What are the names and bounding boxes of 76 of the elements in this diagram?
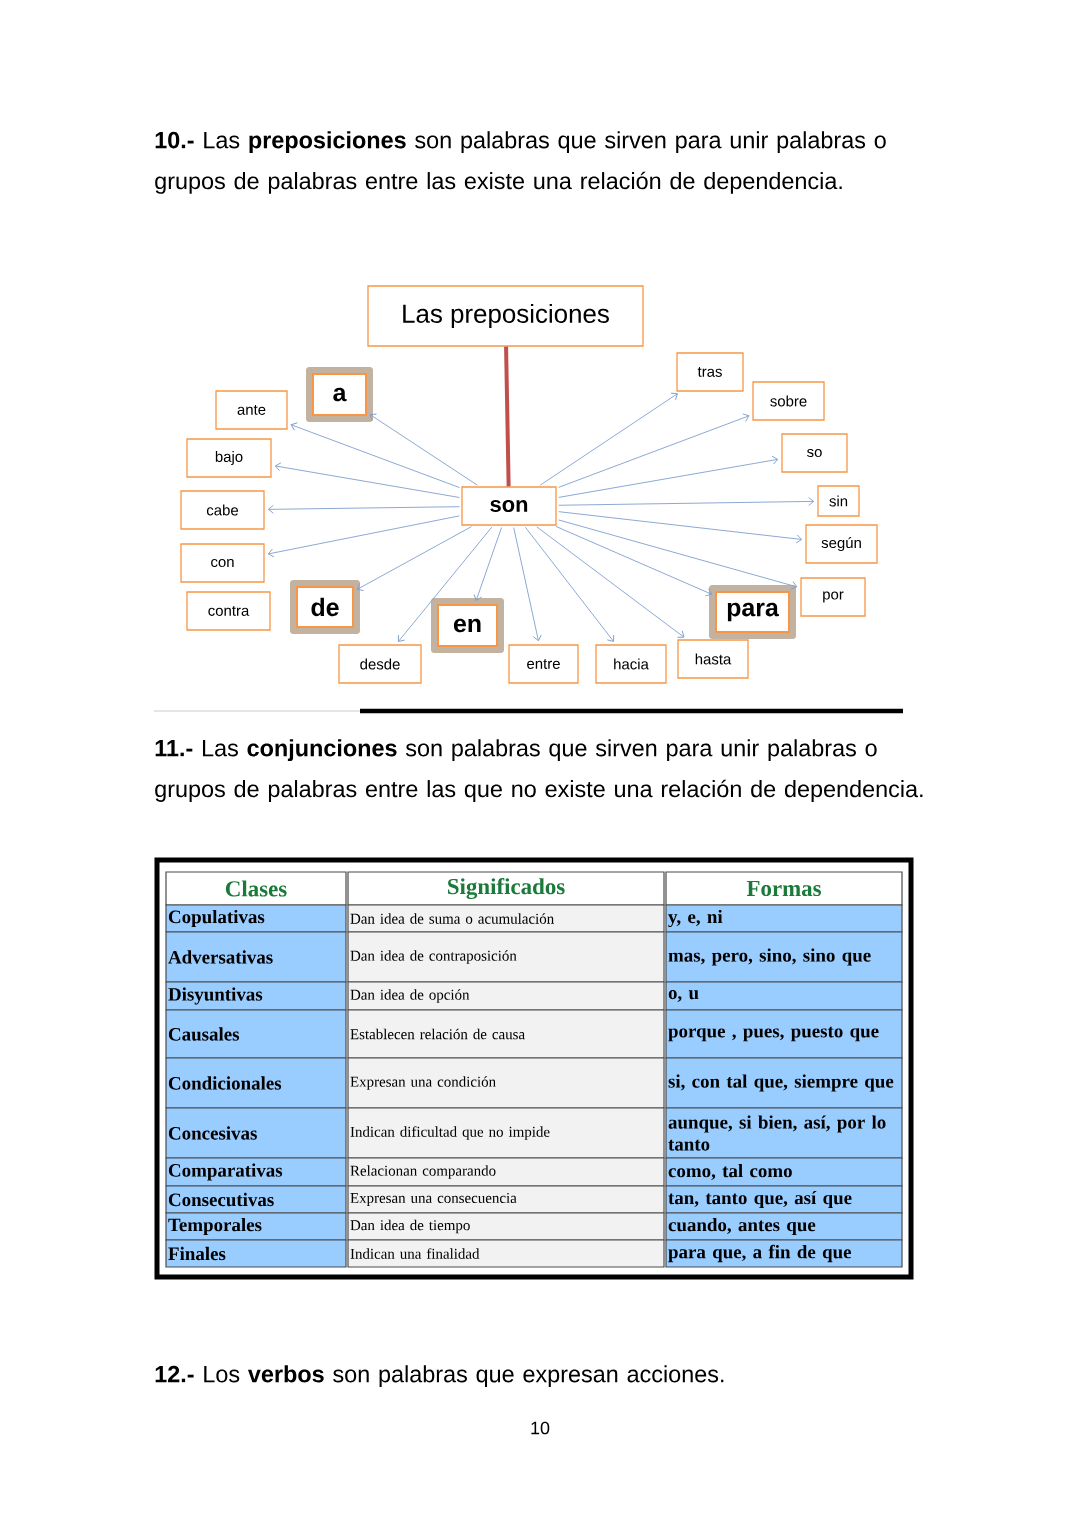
table-cell: Adversativas: [165, 931, 347, 983]
arrow: [397, 526, 493, 642]
preposition-box: so: [781, 433, 848, 473]
table-cell: Temporales: [165, 1212, 347, 1241]
arrow: [558, 511, 803, 544]
paragraph: 10.- Las preposiciones son palabras que sirven para unir palabras o grupos de palabras entre las existe una relación de dependencia.: [155, 131, 886, 194]
table-cell: Dan idea de tiempo: [347, 1212, 665, 1241]
preposition-box: ante: [215, 390, 288, 430]
table-cell: Significados: [347, 871, 665, 906]
table-cell: y, e, ni: [665, 904, 903, 933]
table-cell: Copulativas: [165, 904, 347, 933]
arrow: [558, 455, 779, 498]
preposition-box: cabe: [180, 490, 265, 530]
title-box: Las preposiciones: [367, 285, 644, 347]
table-cell: Causales: [165, 1009, 347, 1059]
table-cell: Dan idea de contraposición: [347, 931, 665, 983]
arrow: [356, 526, 472, 591]
arrow: [290, 422, 460, 489]
arrow: [555, 526, 713, 597]
table-cell: Relacionan comparando: [347, 1157, 665, 1187]
arrow: [267, 504, 460, 514]
connector-line: [504, 346, 511, 487]
arrow: [369, 413, 478, 486]
page-number: 10: [531, 1421, 550, 1435]
table-cell: Condicionales: [165, 1057, 347, 1109]
arrow: [539, 392, 678, 486]
table-cell: Establecen relación de causa: [347, 1009, 665, 1059]
table-cell: Expresan una consecuencia: [347, 1185, 665, 1214]
table-cell: mas, pero, sino, sino que: [665, 931, 903, 983]
table-cell: Indican dificultad que no impide: [347, 1107, 665, 1159]
table-cell: Dan idea de suma o acumulación: [347, 904, 665, 933]
table-cell: o, u: [665, 981, 903, 1011]
preposition-box: con: [180, 543, 265, 583]
table-cell: como, tal como: [665, 1157, 903, 1187]
table-cell: Consecutivas: [165, 1185, 347, 1214]
table-cell: Formas: [665, 871, 903, 906]
preposition-box: hasta: [677, 639, 749, 679]
paragraph: 11.- Las conjunciones son palabras que sirven para unir palabras o grupos de palabras entre las que no existe una relación de dependencia.: [155, 739, 923, 802]
emphasized-box: de: [290, 580, 360, 634]
table-cell: Finales: [165, 1239, 347, 1268]
table-cell: tan, tanto que, así que: [665, 1185, 903, 1214]
table-cell: Expresan una condición: [347, 1057, 665, 1109]
centre-box: son: [461, 486, 557, 526]
table-cell: porque , pues, puesto que: [665, 1009, 903, 1059]
preposition-box: tras: [676, 352, 744, 392]
table-cell: si, con tal que, siempre que: [665, 1057, 903, 1109]
preposition-box: sobre: [752, 381, 825, 421]
arrow: [558, 519, 798, 590]
preposition-box: contra: [186, 591, 271, 631]
arrow: [267, 515, 460, 558]
table-cell: Clases: [165, 871, 347, 906]
preposition-box: hacia: [595, 644, 667, 684]
arrow: [536, 526, 685, 638]
table-cell: Comparativas: [165, 1157, 347, 1187]
preposition-box: entre: [508, 644, 579, 684]
preposition-box: por: [800, 577, 866, 617]
arrow: [513, 527, 542, 642]
emphasized-box: a: [306, 367, 373, 422]
arrow: [274, 462, 460, 498]
table-cell: Concesivas: [165, 1107, 347, 1159]
table-cell: Dan idea de opción: [347, 981, 665, 1011]
arrow: [473, 527, 502, 601]
table-cell: para que, a fin de que: [665, 1239, 903, 1268]
table-cell: Disyuntivas: [165, 981, 347, 1011]
emphasized-box: en: [431, 598, 504, 653]
preposition-box: sin: [817, 485, 860, 517]
arrow: [524, 526, 615, 642]
table-cell: Indican una finalidad: [347, 1239, 665, 1268]
arrow: [558, 413, 750, 488]
arrow: [558, 497, 815, 506]
emphasized-box: para: [709, 585, 796, 639]
preposition-box: bajo: [186, 438, 272, 478]
paragraph: 12.- Los verbos son palabras que expresan acciones.: [155, 1365, 724, 1388]
table-cell: cuando, antes que: [665, 1212, 903, 1241]
preposition-box: desde: [338, 644, 422, 684]
preposition-box: según: [805, 524, 878, 564]
